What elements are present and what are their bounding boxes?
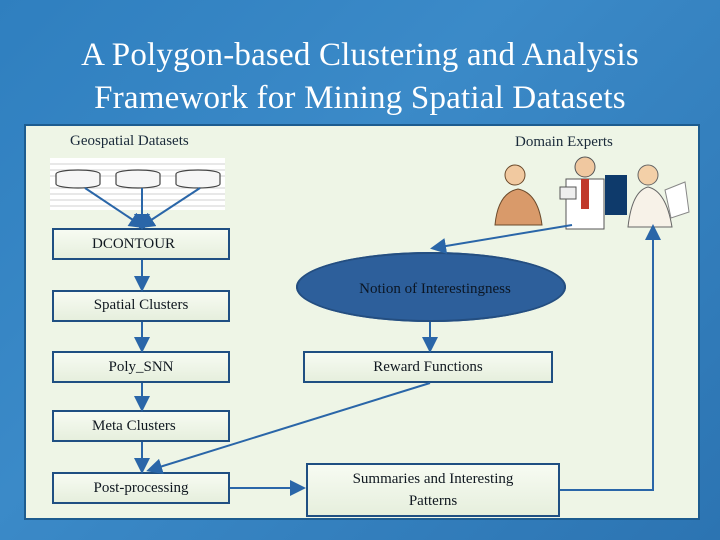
arrow-experts-interest <box>430 224 573 254</box>
reward-functions-text: Reward Functions <box>373 358 483 375</box>
poly-snn-text: Poly_SNN <box>108 358 174 375</box>
slide-title: A Polygon-based Clustering and Analysis … <box>81 37 639 116</box>
arrow-summaries-experts <box>560 224 661 491</box>
geospatial-datasets-label: Geospatial Datasets <box>70 133 189 149</box>
interestingness-text: Notion of Interestingness <box>359 280 511 297</box>
summaries-text: Summaries and Interesting Patterns <box>352 471 514 509</box>
dcontour-text: DCONTOUR <box>92 235 176 252</box>
domain-experts-label: Domain Experts <box>515 134 613 150</box>
arrow-reward-post <box>146 382 431 475</box>
database-map-icon <box>50 158 225 210</box>
post-processing-box: Post-processing <box>52 472 230 504</box>
arrow-db3-dcontour <box>138 187 201 229</box>
spatial-clusters-text: Spatial Clusters <box>93 297 189 313</box>
spatial-clusters-box: Spatial Clusters <box>52 290 230 322</box>
arrow-db1-dcontour <box>84 187 146 229</box>
domain-experts-icon <box>494 156 690 230</box>
post-processing-text: Post-processing <box>93 479 189 496</box>
poly-snn-box: Poly_SNN <box>52 351 230 383</box>
interestingness-ellipse: Notion of Interestingness <box>296 252 566 322</box>
summaries-box: Summaries and Interesting Patterns <box>306 463 560 517</box>
meta-clusters-text: Meta Clusters <box>92 418 176 434</box>
reward-functions-box: Reward Functions <box>303 351 553 383</box>
